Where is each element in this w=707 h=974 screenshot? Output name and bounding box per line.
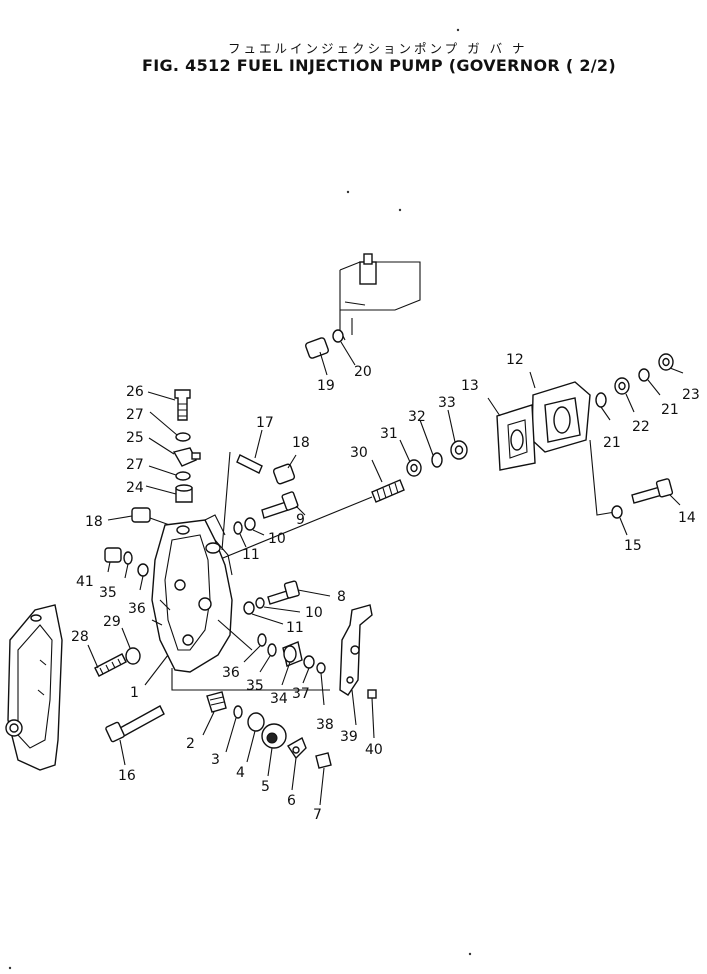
part-20-washer (332, 329, 356, 366)
label-36-right: 36 (222, 665, 240, 681)
label-11-lower: 11 (286, 620, 304, 636)
label-31: 31 (380, 426, 398, 442)
part-40-pin (367, 689, 377, 739)
parts-10-11-upper (233, 517, 265, 548)
part-29-nut (121, 627, 141, 665)
label-9: 9 (296, 512, 305, 528)
label-8: 8 (337, 589, 346, 605)
label-17: 17 (256, 415, 274, 431)
label-38: 38 (316, 717, 334, 733)
part-labels: 1 2 3 4 5 6 7 8 9 10 10 11 11 12 13 14 1… (71, 352, 700, 823)
label-3: 3 (211, 752, 220, 768)
label-4: 4 (236, 765, 245, 781)
label-21-a: 21 (603, 435, 621, 451)
label-18-right: 18 (292, 435, 310, 451)
label-34: 34 (270, 691, 288, 707)
part-13-gasket (487, 397, 536, 471)
parts-21-22-23 (589, 353, 684, 516)
part-16-bolt (105, 705, 165, 766)
label-10-lower: 10 (305, 605, 323, 621)
part-9-bolt (261, 491, 306, 519)
label-28: 28 (71, 629, 89, 645)
label-24: 24 (126, 480, 144, 496)
part-18-plug-right (272, 454, 297, 485)
parts-34-38 (243, 633, 326, 706)
label-35-left: 35 (99, 585, 117, 601)
label-18-left: 18 (85, 514, 103, 530)
title-english: FIG. 4512 FUEL INJECTION PUMP (GOVERNOR … (142, 56, 616, 75)
title-japanese: フュエルインジェクションポンプ ガ バ ナ (228, 41, 528, 56)
label-1: 1 (130, 685, 139, 701)
label-32: 32 (408, 409, 426, 425)
label-37: 37 (292, 686, 310, 702)
parts-10-11-lower (243, 597, 301, 625)
part-1-governor-housing (144, 514, 330, 691)
label-14: 14 (678, 510, 696, 526)
label-40: 40 (365, 742, 383, 758)
parts-31-32-33 (399, 409, 468, 477)
parts-41-35-36-left (104, 547, 149, 591)
parts-24-27-stack (145, 389, 201, 503)
label-12: 12 (506, 352, 524, 368)
label-13: 13 (461, 378, 479, 394)
label-6: 6 (287, 793, 296, 809)
part-28-stud (87, 644, 127, 677)
parts-6-7 (287, 736, 332, 806)
label-15: 15 (624, 538, 642, 554)
part-39-lever (339, 604, 373, 726)
speck-dots (8, 28, 472, 970)
label-7: 7 (313, 807, 322, 823)
part-30-stud (217, 459, 405, 561)
label-41: 41 (76, 574, 94, 590)
label-29: 29 (103, 614, 121, 630)
part-12-cover (529, 371, 591, 453)
label-21-b: 21 (661, 402, 679, 418)
label-16: 16 (118, 768, 136, 784)
parts-2-3-4-5 (202, 691, 287, 777)
label-39: 39 (340, 729, 358, 745)
label-33: 33 (438, 395, 456, 411)
part-17-pin (221, 429, 263, 551)
label-11-upper: 11 (242, 547, 260, 563)
part-15-washer (611, 505, 628, 536)
label-5: 5 (261, 779, 270, 795)
label-22: 22 (632, 419, 650, 435)
part-19-plug (305, 337, 329, 376)
label-36-left: 36 (128, 601, 146, 617)
label-19: 19 (317, 378, 335, 394)
gear-case-drawing (5, 604, 63, 771)
label-35-right: 35 (246, 678, 264, 694)
part-14-bolt (631, 478, 681, 506)
label-25: 25 (126, 430, 144, 446)
label-26: 26 (126, 384, 144, 400)
label-27-b: 27 (126, 457, 144, 473)
label-23: 23 (682, 387, 700, 403)
label-30: 30 (350, 445, 368, 461)
label-27-a: 27 (126, 407, 144, 423)
part-8-bolt (267, 580, 331, 605)
label-2: 2 (186, 736, 195, 752)
label-20: 20 (354, 364, 372, 380)
engine-bracket-drawing (339, 253, 421, 341)
label-10-upper: 10 (268, 531, 286, 547)
